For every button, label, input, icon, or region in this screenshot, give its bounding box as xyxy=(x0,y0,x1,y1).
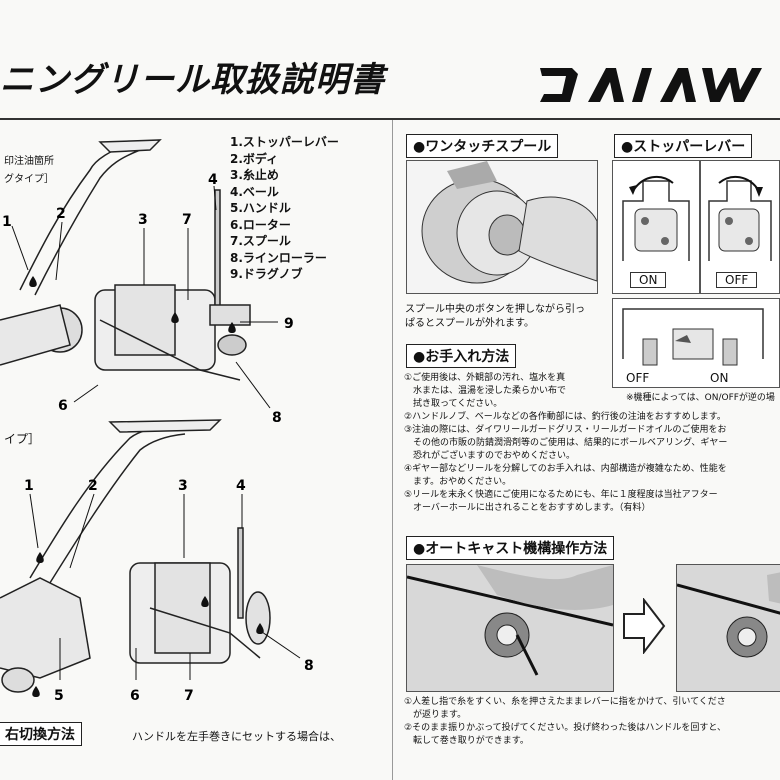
care-heading: ●お手入れ方法 xyxy=(406,344,517,368)
callout-label: 8 xyxy=(272,410,282,426)
callout-label: 7 xyxy=(182,212,192,228)
stopper-heading: ●ストッパーレバー xyxy=(614,134,753,158)
care-line: ①ご使用後は、外観部の汚れ、塩水を真 xyxy=(404,373,566,383)
handle-switch-text: ハンドルを左手巻きにセットする場合は、 xyxy=(132,730,341,743)
care-line: ④ギヤー部などリールを分解してのお手入れは、内部構造が複雑なため、性能を xyxy=(404,464,727,474)
autocast-line: が返ります。 xyxy=(404,710,467,720)
spool-hand-icon xyxy=(407,161,597,293)
spool-illustration xyxy=(406,160,598,294)
autocast-heading: ●オートキャスト機構操作方法 xyxy=(406,536,615,560)
part-item: 7.スプール xyxy=(230,234,291,248)
oil-note: 印注油箇所 xyxy=(4,156,54,167)
autocast-photo-1 xyxy=(406,564,614,692)
type-b-label: イプ］ xyxy=(4,432,41,446)
autocast-text: ①人差し指で糸をすくい、糸を押さえたままレバーに指をかけて、引いてくださ が返り… xyxy=(404,696,726,748)
care-line: ⑤リールを末永く快適にご使用になるためにも、年に１度程度は当社アフター xyxy=(404,490,718,500)
stopper-on2-label: ON xyxy=(710,371,729,385)
page-title: ニングリール取扱説明書 xyxy=(0,60,385,100)
callout-label: 4 xyxy=(208,172,218,188)
spool-caption-2: ぱるとスプールが外れます。 xyxy=(405,318,534,329)
brand-logo xyxy=(540,60,780,119)
callout-label: 1 xyxy=(24,478,34,494)
stopper-on-panel xyxy=(612,160,700,294)
part-item: 2.ボディ xyxy=(230,151,279,166)
part-item: 6.ローター xyxy=(230,217,291,232)
stopper-detail-icon xyxy=(622,308,764,366)
care-line: オーバーホールに出されることをおすすめします。（有料） xyxy=(404,503,651,513)
reel-diagram-b: 1 2 3 4 5 6 7 8 xyxy=(0,419,314,704)
callout-label: 2 xyxy=(56,206,66,222)
care-line: その他の市販の防錆潤滑剤等のご使用は、結果的にボールベアリング、ギヤー xyxy=(404,438,728,448)
care-line: ②ハンドルノブ、ベールなどの各作動部には、釣行後の注油をおすすめします。 xyxy=(404,412,726,422)
part-item: 8.ラインローラー xyxy=(230,250,327,265)
spool-caption-1: スプール中央のボタンを押しながら引っ xyxy=(405,304,585,315)
callout-label: 6 xyxy=(130,688,140,704)
callout-label: 7 xyxy=(184,688,194,704)
type-a-label: グタイプ］ xyxy=(4,174,54,185)
stopper-detail-panel xyxy=(612,298,780,388)
part-item: 9.ドラグノブ xyxy=(230,267,303,281)
fold-line xyxy=(392,120,393,780)
stopper-on-label: ON xyxy=(630,272,667,288)
reel-diagram-a: 1 2 3 7 4 9 6 8 xyxy=(0,139,294,426)
callout-label: 9 xyxy=(284,316,294,332)
care-line: ます。おやめください。 xyxy=(404,477,512,487)
parts-list: 1.ストッパーレバー 2.ボディ 3.糸止め 4.ベール 5.ハンドル 6.ロー… xyxy=(230,134,339,283)
handle-switch-heading: 右切換方法 xyxy=(0,722,82,746)
care-line: 水または、温湯を浸した柔らかい布で xyxy=(404,386,567,396)
stopper-off-icon xyxy=(708,175,772,261)
callout-label: 2 xyxy=(88,478,98,494)
casting-hand-icon xyxy=(407,565,613,691)
stopper-off-label: OFF xyxy=(716,272,758,288)
callout-label: 3 xyxy=(178,478,188,494)
autocast-line: ②そのまま振りかぶって投げてください。投げ終わった後はハンドルを回すと、 xyxy=(404,723,726,733)
callout-label: 8 xyxy=(304,658,314,674)
daiwa-logo-icon xyxy=(540,68,762,102)
callout-label: 3 xyxy=(138,212,148,228)
care-text: ①ご使用後は、外観部の汚れ、塩水を真 水または、温湯を浸した柔らかい布で 拭き取… xyxy=(404,372,727,515)
part-item: 4.ベール xyxy=(230,184,279,199)
care-line: ③注油の際には、ダイワリールガードグリス・リールガードオイルのご使用をお xyxy=(404,425,727,435)
autocast-line: 転して巻き取りができます。 xyxy=(404,736,529,746)
part-item: 5.ハンドル xyxy=(230,201,291,215)
stopper-note: ※機種によっては、ON/OFFが逆の場 xyxy=(626,393,775,403)
callout-label: 4 xyxy=(236,478,246,494)
reel-after-cast-icon xyxy=(677,565,780,691)
part-item: 1.ストッパーレバー xyxy=(230,135,339,149)
stopper-off-panel xyxy=(700,160,780,294)
care-line: 拭き取ってください。 xyxy=(404,399,503,409)
autocast-line: ①人差し指で糸をすくい、糸を押さえたままレバーに指をかけて、引いてくださ xyxy=(404,697,726,707)
callout-label: 5 xyxy=(54,688,64,704)
header-rule xyxy=(0,118,780,120)
part-item: 3.糸止め xyxy=(230,168,279,182)
spool-heading: ●ワンタッチスプール xyxy=(406,134,559,158)
care-line: 恐れがございますのでおやめください。 xyxy=(404,451,576,461)
callout-label: 1 xyxy=(2,214,12,230)
stopper-on-icon xyxy=(622,175,690,261)
stopper-off2-label: OFF xyxy=(626,371,650,385)
callout-label: 6 xyxy=(58,398,68,414)
arrow-right-icon xyxy=(623,598,666,654)
autocast-photo-2 xyxy=(676,564,780,692)
